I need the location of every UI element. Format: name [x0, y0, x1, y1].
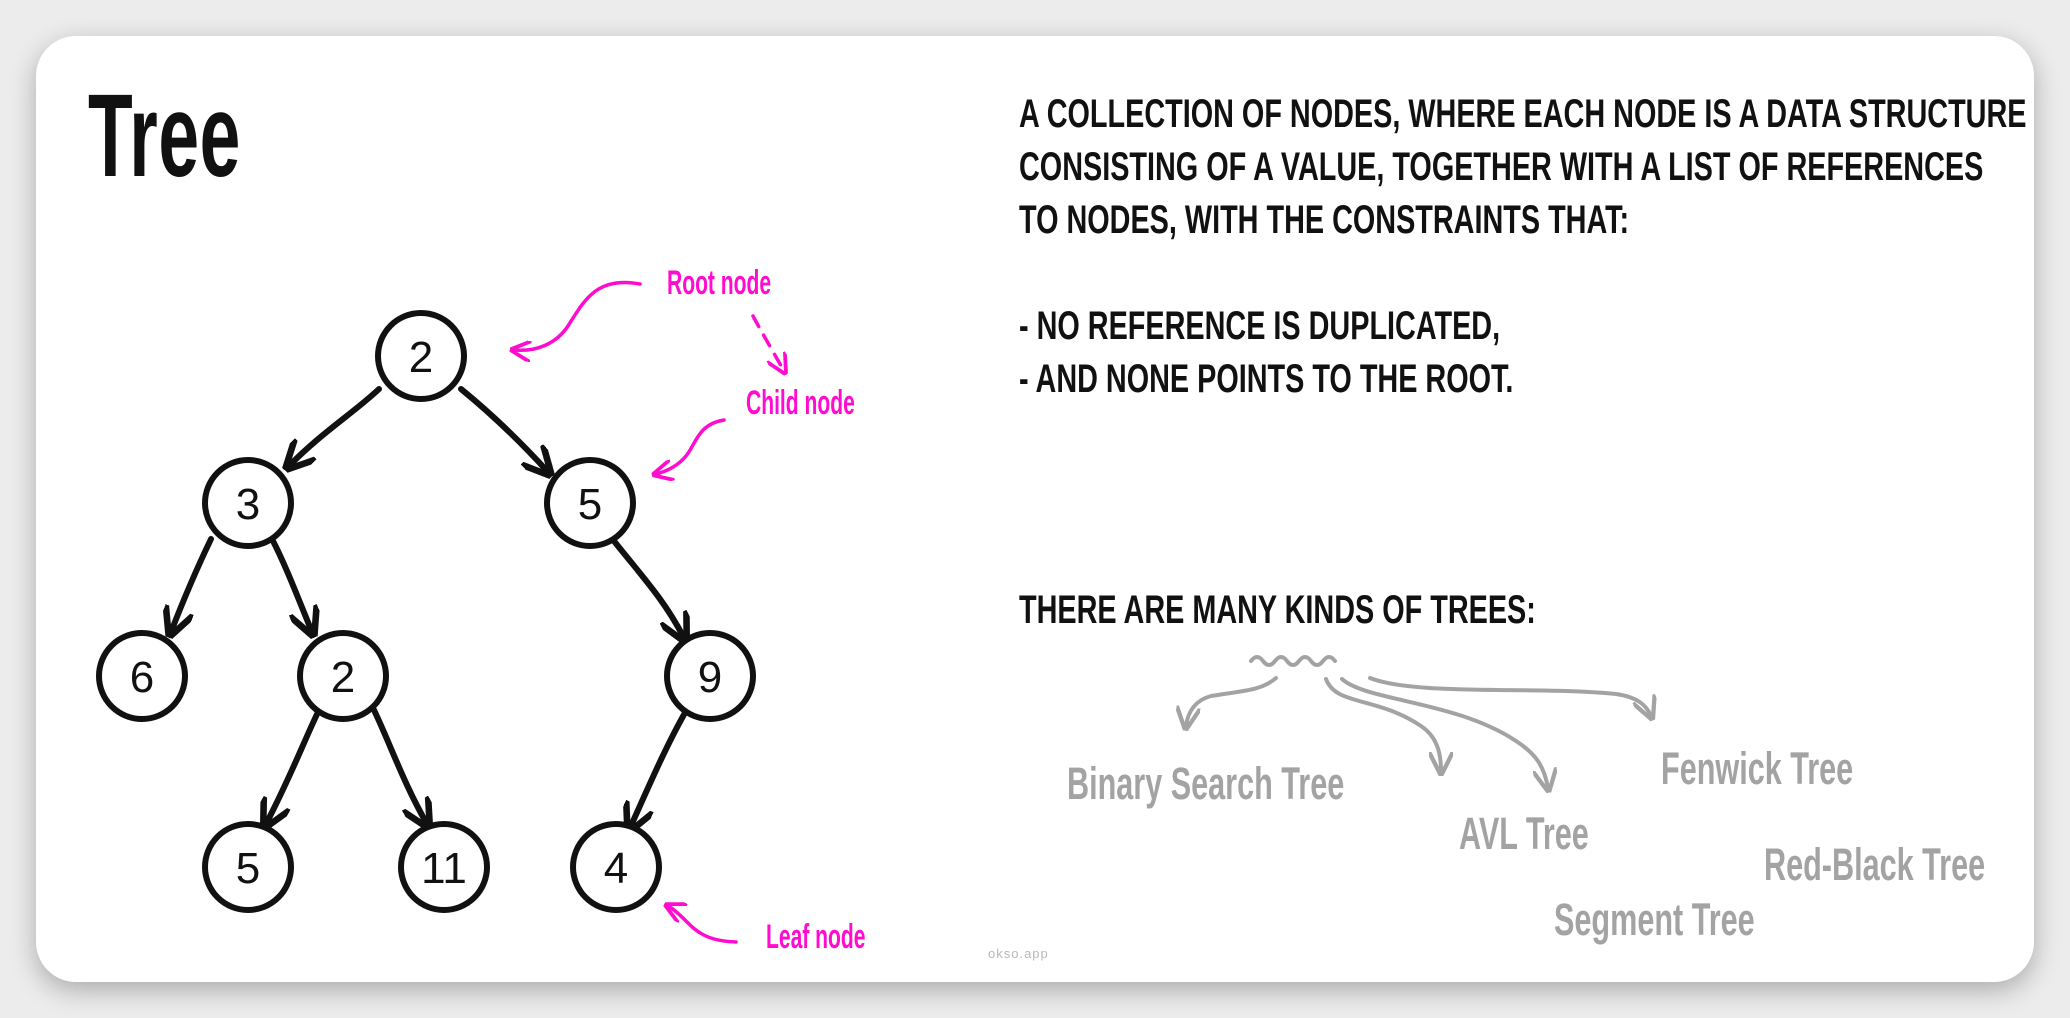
leaf-node-label: Leaf node [766, 917, 865, 955]
definition-line: A collection of nodes, where each node i… [1019, 92, 2027, 136]
tree-node [544, 457, 636, 549]
tree-edge [371, 707, 427, 824]
slide-card: Tree A collection of nodes, where each n… [36, 36, 2034, 982]
squiggle [1249, 655, 1337, 667]
credit-text: okso.app [988, 946, 1049, 961]
kind-arrow [1340, 677, 1548, 788]
kind-avl-tree: AVL Tree [1459, 808, 1589, 859]
tree-diagram: 2 3 5 6 2 9 5 11 4 Root node Child node … [96, 263, 2034, 955]
tree-edge [630, 708, 689, 828]
page-title: Tree [88, 70, 241, 202]
node-value: 11 [421, 844, 467, 893]
node-value: 5 [578, 480, 602, 529]
kinds-heading: There are many kinds of trees: [1019, 588, 1536, 632]
tree-edge [266, 707, 322, 824]
node-value: 9 [698, 653, 722, 702]
dashed-connector [751, 314, 784, 371]
tree-node [202, 821, 294, 913]
tree-edge [269, 536, 312, 632]
kind-arrow [1368, 676, 1651, 716]
root-node-label: Root node [667, 263, 771, 301]
tree-node [297, 630, 389, 722]
node-value: 2 [331, 653, 355, 702]
child-node-label: Child node [746, 383, 855, 421]
kind-segment-tree: Segment Tree [1554, 894, 1755, 945]
tree-edge [289, 386, 382, 466]
kind-binary-search-tree: Binary Search Tree [1067, 758, 1345, 809]
definition-line: consisting of a value, together with a l… [1019, 145, 1984, 189]
node-value: 6 [130, 653, 154, 702]
tree-edge [458, 386, 548, 472]
constraint-line: - and none points to the root. [1019, 357, 1514, 401]
tree-node [202, 457, 294, 549]
kind-fenwick-tree: Fenwick Tree [1661, 743, 1854, 794]
constraint-line: - no reference is duplicated, [1019, 304, 1501, 348]
tree-node [570, 821, 662, 913]
node-value: 4 [604, 844, 628, 893]
tree-node [398, 821, 490, 913]
child-annotation-arrow [656, 418, 726, 474]
tree-node [96, 630, 188, 722]
root-annotation-arrow [514, 280, 642, 350]
leaf-annotation-arrow [668, 906, 738, 944]
kind-arrow [1324, 677, 1441, 771]
node-value: 2 [409, 333, 433, 382]
node-value: 3 [236, 480, 260, 529]
node-value: 5 [236, 844, 260, 893]
kind-arrow [1186, 676, 1278, 726]
tree-node [664, 630, 756, 722]
kind-red-black-tree: Red-Black Tree [1764, 839, 1986, 890]
tree-edge [611, 538, 684, 638]
tree-node [375, 310, 467, 402]
tree-edge [171, 536, 214, 632]
definition-text: A collection of nodes, where each node i… [1019, 88, 2026, 406]
definition-line: to nodes, with the constraints that: [1019, 198, 1630, 242]
